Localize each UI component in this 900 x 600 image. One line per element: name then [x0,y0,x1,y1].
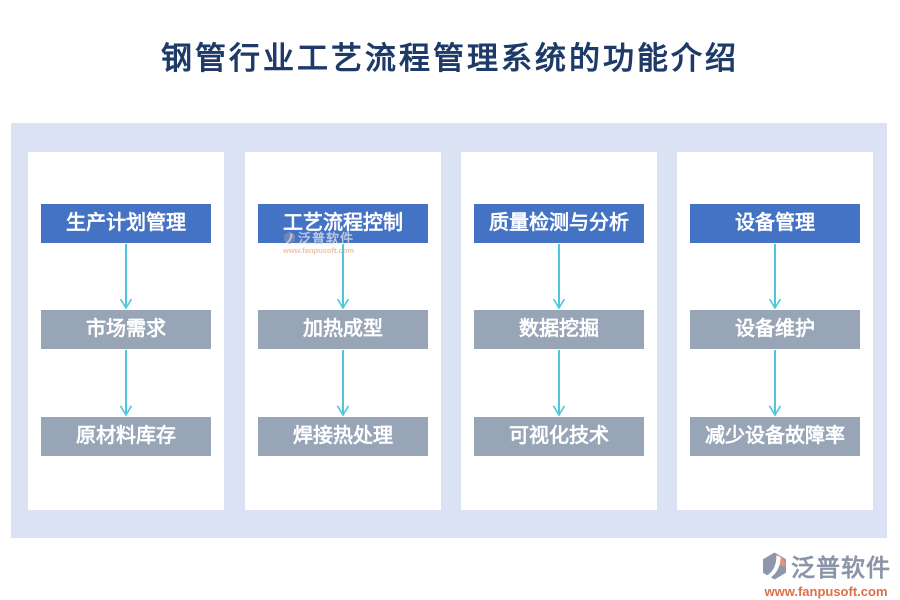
flow-header-box: 生产计划管理 [41,204,211,243]
flow-step-box: 市场需求 [41,310,211,349]
down-arrow-icon [768,244,782,309]
flow-step-box: 原材料库存 [41,417,211,456]
flow-header-box: 工艺流程控制 [258,204,428,243]
down-arrow-icon [119,244,133,309]
flow-panel: 生产计划管理 市场需求 原材料库存 工艺流程控制 加热成型 焊接热处理 质量检测… [11,123,887,538]
flow-step-box: 数据挖掘 [474,310,644,349]
down-arrow-icon [336,244,350,309]
down-arrow-icon [552,244,566,309]
flow-step-box: 可视化技术 [474,417,644,456]
brand-name: 泛普软件 [791,556,891,582]
flow-header-box: 质量检测与分析 [474,204,644,243]
page-title: 钢管行业工艺流程管理系统的功能介绍 [161,41,739,76]
flow-column-process-control: 工艺流程控制 加热成型 焊接热处理 [245,152,441,510]
down-arrow-icon [768,350,782,416]
down-arrow-icon [552,350,566,416]
down-arrow-icon [336,350,350,416]
flow-header-box: 设备管理 [690,204,860,243]
flow-column-quality-inspection: 质量检测与分析 数据挖掘 可视化技术 [461,152,657,510]
brand-url: www.fanpusoft.com [764,584,888,599]
flow-column-production-planning: 生产计划管理 市场需求 原材料库存 [28,152,224,510]
brand-logo: 泛普软件 www.fanpusoft.com [761,548,891,599]
flow-column-equipment-management: 设备管理 设备维护 减少设备故障率 [677,152,873,510]
down-arrow-icon [119,350,133,416]
flow-step-box: 加热成型 [258,310,428,349]
fanpu-logo-icon [763,552,786,579]
flow-step-box: 设备维护 [690,310,860,349]
flow-step-box: 焊接热处理 [258,417,428,456]
flow-step-box: 减少设备故障率 [690,417,860,456]
